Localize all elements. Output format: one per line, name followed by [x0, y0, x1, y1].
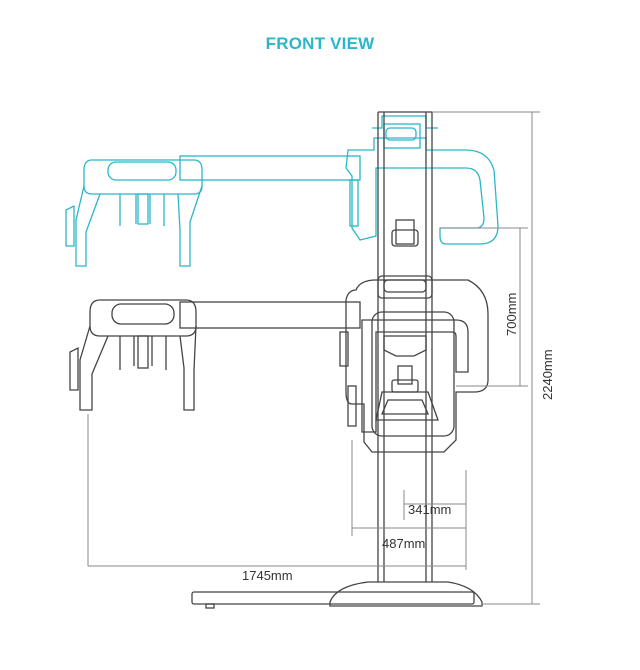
dimension-lines — [87, 111, 540, 605]
width-341-label: 341mm — [408, 502, 451, 517]
base-plate — [191, 591, 475, 605]
chin-rest — [375, 391, 439, 421]
width-487-label: 487mm — [382, 536, 425, 551]
upper-position-outline — [65, 115, 499, 267]
width-1745-label: 1745mm — [242, 568, 293, 583]
upper-arm — [179, 155, 361, 181]
gantry-housing — [345, 279, 489, 453]
upper-head-unit — [83, 159, 203, 195]
total-height-label: 2240mm — [540, 349, 555, 400]
base-foot — [329, 581, 483, 607]
upper-c-arm — [345, 137, 499, 245]
lower-arm — [179, 301, 361, 329]
height-travel-label: 700mm — [504, 293, 519, 336]
lower-head-unit — [89, 299, 197, 337]
lower-position-outline — [69, 275, 489, 453]
page-title: FRONT VIEW — [265, 34, 375, 53]
base — [191, 581, 483, 609]
